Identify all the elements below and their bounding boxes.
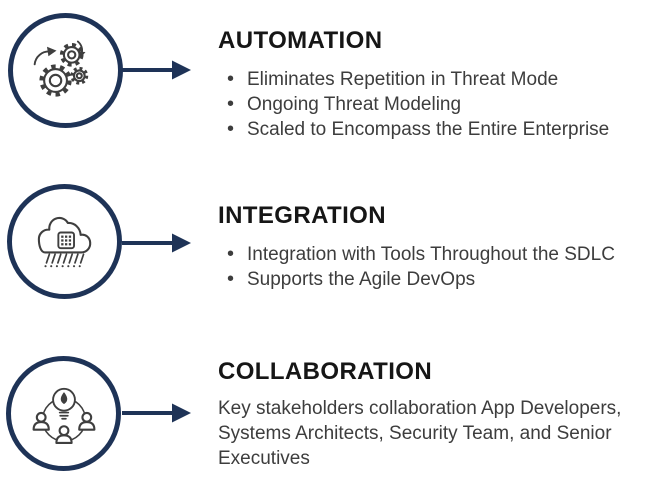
team-idea-icon: [32, 387, 95, 444]
collaboration-title: COLLABORATION: [218, 358, 433, 385]
integration-section: INTEGRATION Integration with Tools Throu…: [218, 202, 654, 292]
bullet-item: Supports the Agile DevOps: [218, 267, 654, 292]
integration-bullet-list: Integration with Tools Throughout the SD…: [218, 242, 654, 292]
automation-bullet-list: Eliminates Repetition in Threat Mode Ong…: [218, 67, 654, 142]
collaboration-section: COLLABORATION Key stakeholders collabora…: [218, 358, 654, 471]
bullet-item: Ongoing Threat Modeling: [218, 92, 654, 117]
collaboration-icon-circle: [6, 356, 121, 471]
integration-title: INTEGRATION: [218, 202, 386, 229]
integration-arrow-icon: [122, 233, 191, 253]
collaboration-description: Key stakeholders collaboration App Devel…: [218, 398, 622, 469]
automation-arrow-icon: [122, 60, 191, 80]
integration-icon-circle: [7, 184, 122, 299]
collaboration-arrow-icon: [122, 403, 191, 423]
cloud-chip-icon: [37, 216, 91, 267]
gears-icon: [33, 40, 88, 97]
bullet-item: Scaled to Encompass the Entire Enterpris…: [218, 117, 654, 142]
automation-title: AUTOMATION: [218, 27, 383, 54]
bullet-item: Integration with Tools Throughout the SD…: [218, 242, 654, 267]
automation-icon-circle: [8, 13, 123, 128]
automation-section: AUTOMATION Eliminates Repetition in Thre…: [218, 27, 654, 142]
bullet-item: Eliminates Repetition in Threat Mode: [218, 67, 654, 92]
